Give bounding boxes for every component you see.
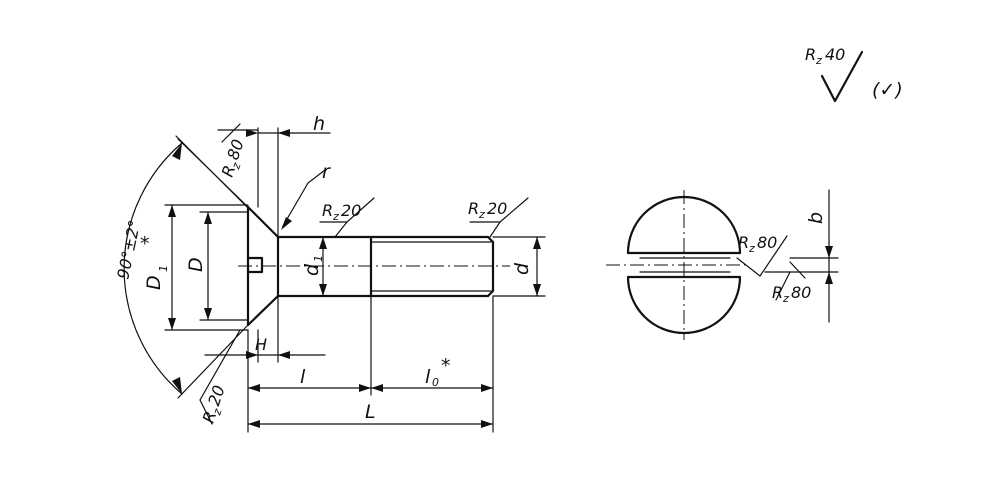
label-l: l xyxy=(300,366,306,388)
label-D1-star: * xyxy=(140,233,150,255)
label-d1-sub: 1 xyxy=(312,255,325,262)
label-D1-sub: 1 xyxy=(157,265,170,272)
svg-text:40: 40 xyxy=(825,45,845,64)
svg-text:R: R xyxy=(805,45,816,64)
rough-head-top: R z 80 xyxy=(218,137,248,179)
rough-general-paren: (✓) xyxy=(872,79,903,101)
end-view-bottom-half xyxy=(626,275,742,335)
thread-end xyxy=(486,235,495,298)
label-l0: l xyxy=(425,366,431,388)
screw-end-view xyxy=(606,189,839,340)
roughness-symbols xyxy=(175,50,864,425)
head-cone-top xyxy=(246,205,280,239)
svg-text:z: z xyxy=(748,242,755,255)
general-roughness-check xyxy=(820,50,864,103)
svg-text:z: z xyxy=(332,210,339,223)
screw-side-view xyxy=(238,205,510,327)
label-d: d xyxy=(511,262,533,275)
rough-slot-lower: R z 80 xyxy=(772,283,811,305)
svg-text:z: z xyxy=(229,161,244,172)
rough-shank: R z 20 xyxy=(322,201,361,223)
label-D1: D xyxy=(143,275,165,290)
svg-text:z: z xyxy=(210,407,225,418)
label-H: H xyxy=(255,335,267,354)
svg-text:z: z xyxy=(478,208,485,221)
svg-text:80: 80 xyxy=(223,137,247,162)
side-view-dimensions xyxy=(123,127,546,433)
label-l0-star: * xyxy=(441,355,451,377)
label-l0-sub: 0 xyxy=(432,376,439,389)
rough-slot-upper: R z 80 xyxy=(738,233,777,255)
drawing-labels: h r 90°±2° D 1 * D d 1 d H l l 0 * L b R… xyxy=(113,45,903,425)
svg-text:R: R xyxy=(772,283,783,302)
head-slot xyxy=(246,256,264,274)
svg-text:z: z xyxy=(782,292,789,305)
rough-thread: R z 20 xyxy=(468,199,507,221)
rough-cone: R z 20 xyxy=(199,383,229,425)
label-L: L xyxy=(365,401,376,423)
label-r: r xyxy=(322,161,331,183)
label-D: D xyxy=(185,257,207,272)
svg-text:80: 80 xyxy=(791,283,811,302)
svg-text:20: 20 xyxy=(487,199,507,218)
label-h: h xyxy=(313,113,325,135)
angle-arc xyxy=(123,142,183,395)
svg-text:z: z xyxy=(815,54,822,67)
end-view-top-half xyxy=(626,195,742,255)
rough-general: R z 40 (✓) xyxy=(805,45,903,101)
head-cone-bottom xyxy=(246,294,280,327)
label-b: b xyxy=(805,212,827,224)
svg-text:20: 20 xyxy=(341,201,361,220)
label-d1: d xyxy=(301,263,323,276)
svg-text:R: R xyxy=(468,199,479,218)
svg-text:R: R xyxy=(322,201,333,220)
svg-text:R: R xyxy=(738,233,749,252)
svg-text:80: 80 xyxy=(757,233,777,252)
